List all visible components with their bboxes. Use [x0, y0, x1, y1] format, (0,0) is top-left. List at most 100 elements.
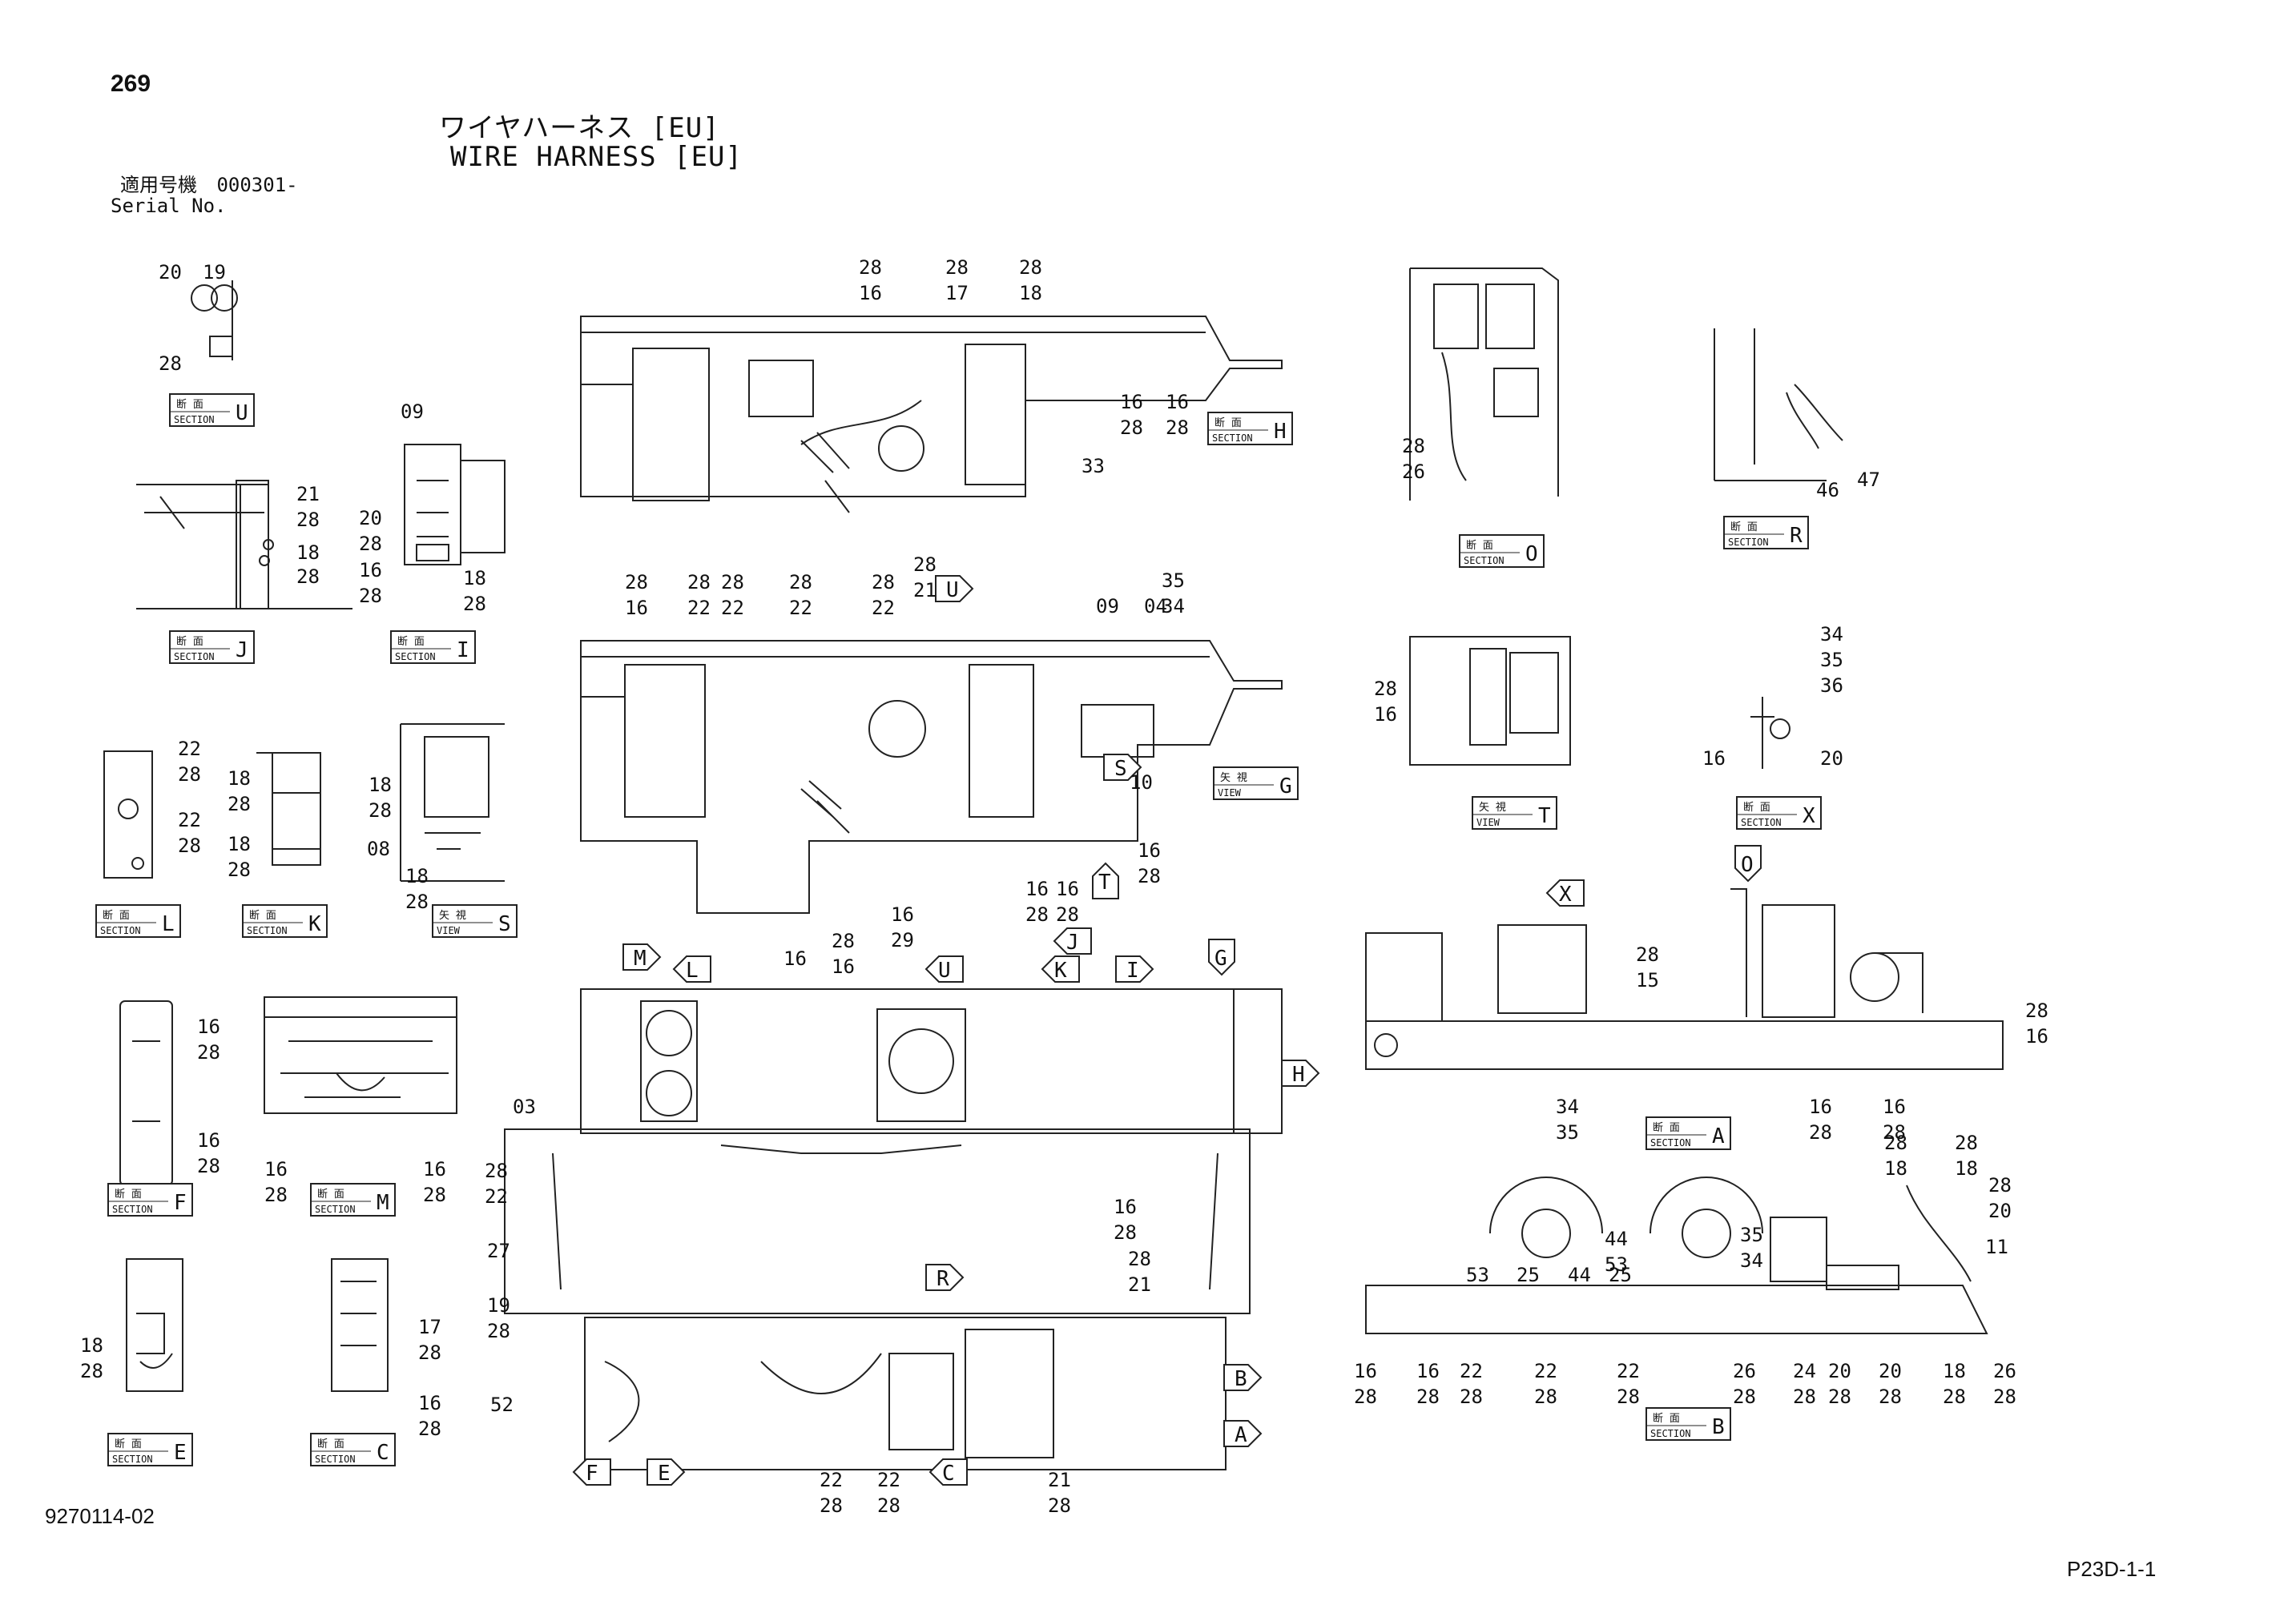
- arrow-letter: H: [1292, 1063, 1305, 1087]
- middle-frame-view: [580, 640, 1283, 914]
- part-callout: 20: [1988, 1200, 2012, 1222]
- part-callout: 26: [1402, 461, 1425, 483]
- badge-frame: [310, 1183, 396, 1217]
- section-f-sketch: [119, 1000, 173, 1186]
- part-callout: 28: [1120, 416, 1143, 439]
- part-callout: 18: [1955, 1157, 1978, 1180]
- view-arrow-u: U: [935, 575, 974, 602]
- part-callout: 28: [1025, 903, 1049, 926]
- part-callout: 28: [1884, 1132, 1907, 1154]
- arrow-shape: [1223, 1364, 1263, 1391]
- part-callout: 19: [487, 1294, 510, 1317]
- part-callout: 28: [197, 1041, 220, 1064]
- badge-frame: [1645, 1116, 1731, 1150]
- view-arrow-e: E: [647, 1458, 686, 1486]
- section-l-sketch: [103, 750, 153, 879]
- part-callout: 29: [891, 929, 914, 951]
- arrow-letter: U: [938, 959, 951, 983]
- part-callout: 28: [159, 352, 182, 375]
- part-callout: 18: [1019, 282, 1042, 304]
- arrow-letter: L: [686, 959, 699, 983]
- part-callout: 08: [367, 838, 390, 860]
- badge-letter: S: [498, 912, 511, 936]
- part-callout: 34: [1556, 1096, 1579, 1118]
- badge-jp-label: 断 面: [1743, 802, 1770, 814]
- section-a-side-view: [1365, 888, 2004, 1070]
- badge-en-label: SECTION: [174, 414, 215, 425]
- part-callout: 20: [1879, 1360, 1902, 1382]
- view-arrow-x: X: [1545, 879, 1585, 907]
- part-callout: 18: [228, 767, 251, 790]
- part-callout: 16: [197, 1016, 220, 1038]
- part-callout: 20: [1820, 747, 1843, 770]
- section-c-sketch: [331, 1258, 389, 1392]
- part-callout: 16: [1354, 1360, 1377, 1382]
- badge-en-label: SECTION: [1728, 537, 1769, 548]
- badge-jp-label: 矢 視: [1220, 772, 1247, 784]
- part-callout: 46: [1816, 479, 1839, 501]
- section-o-sketch: [1409, 267, 1559, 501]
- part-callout: 21: [1048, 1469, 1071, 1491]
- arrow-letter: F: [586, 1462, 598, 1486]
- view-arrow-k: K: [1041, 955, 1080, 983]
- badge-jp-label: 断 面: [1653, 1413, 1680, 1425]
- part-callout: 35: [1556, 1121, 1579, 1144]
- part-callout: 28: [1636, 943, 1659, 966]
- arrow-letter: U: [946, 578, 959, 602]
- part-callout: 27: [487, 1240, 510, 1262]
- part-callout: 28: [359, 585, 382, 607]
- part-callout: 28: [1374, 678, 1397, 700]
- badge-letter: A: [1712, 1124, 1725, 1148]
- arrow-shape: [1281, 1060, 1320, 1087]
- arrow-shape: [1115, 955, 1154, 983]
- badge-jp-label: 断 面: [103, 910, 130, 922]
- arrow-letter: B: [1235, 1367, 1247, 1391]
- lower-frame-view: [504, 988, 1283, 1470]
- part-callout: 28: [1955, 1132, 1978, 1154]
- part-callout: 28: [1793, 1386, 1816, 1408]
- badge-jp-label: 断 面: [1466, 540, 1493, 552]
- arrow-letter: S: [1114, 757, 1127, 781]
- badge-letter: H: [1274, 420, 1287, 444]
- badge-en-label: SECTION: [174, 651, 215, 662]
- part-callout: 10: [1130, 771, 1153, 794]
- badge-en-label: SECTION: [112, 1454, 153, 1465]
- view-arrow-i: I: [1115, 955, 1154, 983]
- arrow-shape: [622, 943, 662, 971]
- part-callout: 52: [490, 1394, 514, 1416]
- part-callout: 17: [945, 282, 969, 304]
- part-callout: 53: [1605, 1253, 1628, 1276]
- part-callout: 28: [1354, 1386, 1377, 1408]
- part-callout: 28: [945, 256, 969, 279]
- arrow-letter: A: [1235, 1423, 1247, 1447]
- arrow-shape: [1092, 862, 1119, 899]
- arrow-letter: G: [1214, 947, 1227, 971]
- arrow-shape: [1041, 955, 1080, 983]
- badge-letter: E: [174, 1441, 187, 1465]
- part-callout: 28: [721, 571, 744, 593]
- part-callout: 28: [369, 799, 392, 822]
- view-arrow-s: S: [1103, 754, 1142, 781]
- part-callout: 28: [872, 571, 895, 593]
- part-callout: 28: [832, 930, 855, 952]
- part-callout: 28: [859, 256, 882, 279]
- part-callout: 35: [1162, 569, 1185, 592]
- badge-letter: T: [1538, 804, 1551, 828]
- badge-frame: [107, 1433, 193, 1466]
- badge-letter: U: [236, 401, 248, 425]
- part-callout: 09: [1096, 595, 1119, 617]
- badge-en-label: SECTION: [315, 1454, 356, 1465]
- view-arrow-l: L: [672, 955, 711, 983]
- view-arrow-j: J: [1053, 927, 1092, 955]
- view-t-sketch: [1409, 636, 1571, 766]
- arrow-shape: [1734, 845, 1762, 883]
- part-callout: 16: [2025, 1025, 2048, 1048]
- part-callout: 28: [1943, 1386, 1966, 1408]
- part-callout: 34: [1820, 623, 1843, 646]
